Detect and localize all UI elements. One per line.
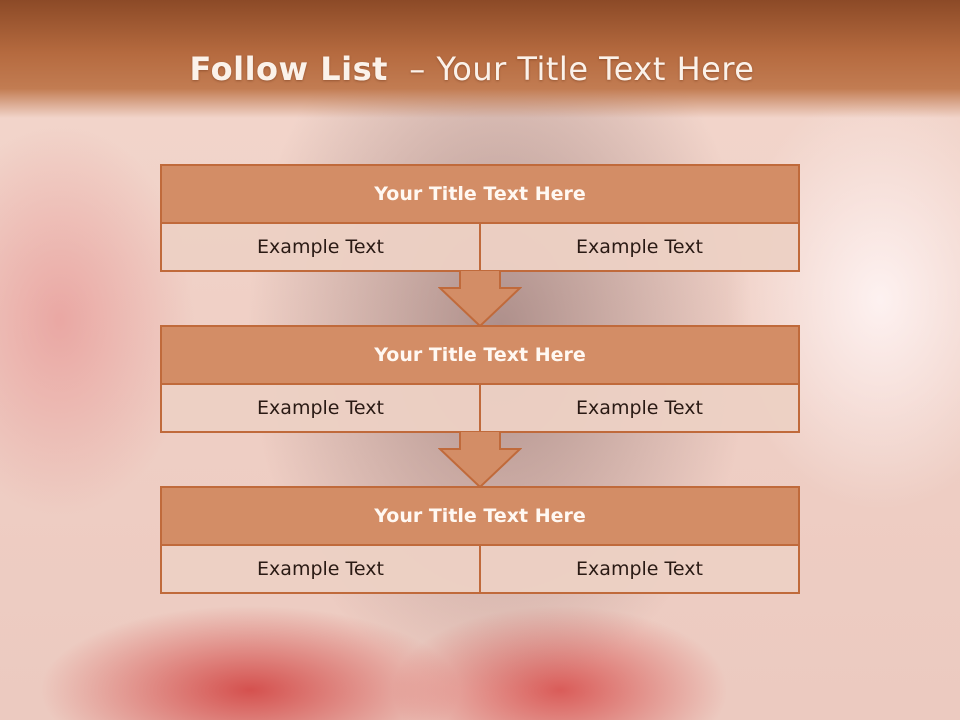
step-row: Example Text Example Text bbox=[162, 546, 798, 592]
header-band bbox=[0, 0, 960, 118]
step-cell-right: Example Text bbox=[479, 224, 798, 270]
slide-title-bold: Follow List bbox=[189, 50, 388, 88]
step-cell-left: Example Text bbox=[257, 397, 384, 419]
step-row: Example Text Example Text bbox=[162, 224, 798, 270]
step-row: Example Text Example Text bbox=[162, 385, 798, 431]
step-box-3: Your Title Text Here Example Text Exampl… bbox=[160, 486, 800, 594]
step-cell-right: Example Text bbox=[479, 546, 798, 592]
step-title: Your Title Text Here bbox=[162, 488, 798, 546]
down-arrow-icon bbox=[438, 270, 522, 328]
step-box-1: Your Title Text Here Example Text Exampl… bbox=[160, 164, 800, 272]
step-cell-left: Example Text bbox=[257, 558, 384, 580]
step-cell-left: Example Text bbox=[257, 236, 384, 258]
step-cell-right: Example Text bbox=[479, 385, 798, 431]
step-title: Your Title Text Here bbox=[162, 327, 798, 385]
slide-title: Follow List – Your Title Text Here bbox=[0, 50, 944, 88]
step-title: Your Title Text Here bbox=[162, 166, 798, 224]
step-box-2: Your Title Text Here Example Text Exampl… bbox=[160, 325, 800, 433]
slide-title-rest: – Your Title Text Here bbox=[387, 50, 755, 88]
down-arrow-icon bbox=[438, 431, 522, 489]
